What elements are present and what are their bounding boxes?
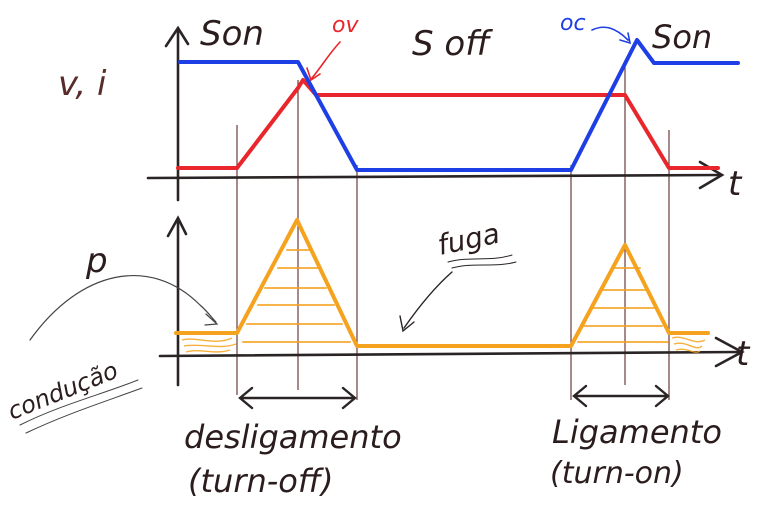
bottom-x-axis-arrowhead: [714, 336, 745, 368]
oc-label: oc: [560, 11, 586, 36]
bottom-axes: [158, 215, 745, 387]
s-on-left-label: Son: [200, 14, 264, 54]
ov-arrow: [306, 41, 341, 82]
ov-label: ov: [332, 13, 359, 38]
turnon-duration-arrow: [572, 384, 670, 408]
annotation-arrows: [19, 26, 632, 434]
turn-off-label: (turn-off): [188, 462, 333, 500]
conducao-label: condução: [4, 356, 122, 425]
fuga-arrow: [399, 271, 453, 333]
s-on-right-label: Son: [652, 18, 712, 56]
s-off-label: S off: [412, 24, 493, 64]
t-top-axis-label: t: [728, 164, 743, 204]
vi-axis-label: v, i: [58, 64, 107, 104]
t-bottom-axis-label: t: [736, 334, 751, 374]
oc-arrow: [591, 26, 632, 45]
fuga-label: fuga: [435, 217, 503, 262]
power-waveform: [174, 218, 710, 348]
desligamento-label: desligamento: [184, 418, 402, 456]
phase-duration-arrows: [238, 384, 670, 410]
turnoff-duration-arrow: [238, 386, 357, 410]
bottom-y-axis-arrowhead: [166, 215, 188, 238]
ligamento-label: Ligamento: [552, 413, 722, 451]
top-x-axis: [146, 173, 722, 180]
bottom-x-axis: [158, 350, 742, 358]
current-waveform: [178, 38, 740, 172]
fuga-underline: [447, 254, 517, 269]
conduction-scribble-right: [671, 336, 706, 353]
p-axis-label: p: [85, 241, 108, 281]
conducao-underline: [19, 379, 143, 434]
turn-on-label: (turn-on): [550, 456, 684, 491]
conducao-arrow: [29, 275, 219, 341]
power-hatching: [242, 249, 669, 343]
scribble: [671, 336, 706, 353]
top-y-axis-arrowhead: [164, 25, 190, 48]
conduction-scribble-left: [181, 337, 237, 353]
voltage-waveform: [176, 78, 720, 170]
scribble: [181, 337, 237, 353]
